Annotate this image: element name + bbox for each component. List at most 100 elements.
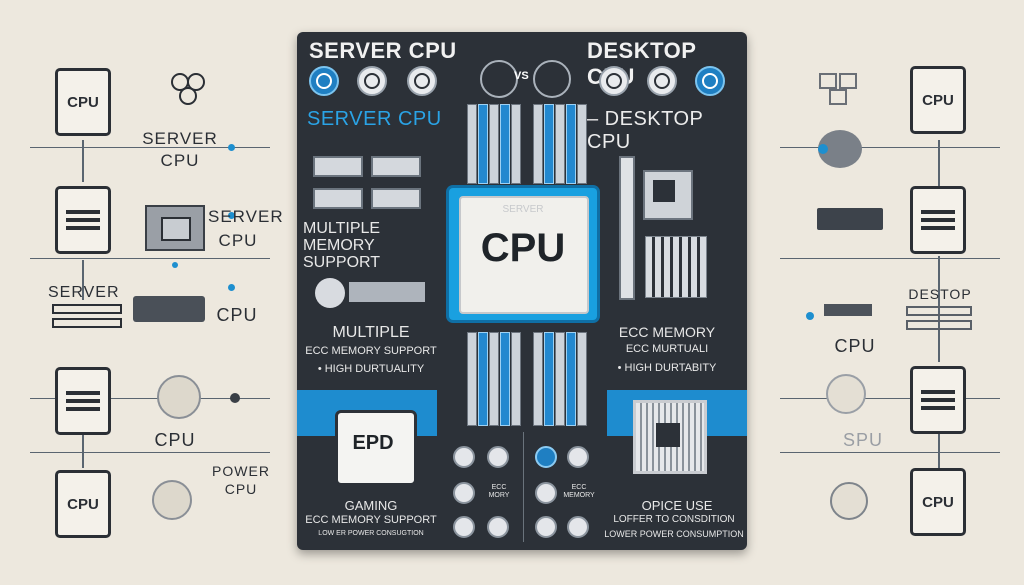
storage-icon <box>599 66 629 96</box>
feature-icon <box>535 446 557 468</box>
divider <box>523 432 524 542</box>
left-feature-line2: • HIGH DURTUALITY <box>317 363 425 375</box>
server-box-icon <box>910 366 966 434</box>
connector-dot <box>172 262 178 268</box>
comparison-panel: SERVER CPU DESKTOP CPU VS SERVER CPU – D… <box>297 32 747 550</box>
left-feature-line1: ECC MEMORY SUPPORT <box>305 345 437 357</box>
ram-stick <box>566 332 576 426</box>
cpu-label: CPU <box>216 305 258 325</box>
ecc-memory-mini-label: ECC MEMORY <box>563 484 595 499</box>
ram-stick <box>577 332 587 426</box>
cpu-box-icon: CPU <box>910 468 966 536</box>
ram-stick <box>478 104 488 184</box>
server-cpu-label: SERVER CPU <box>142 129 218 170</box>
ram-stick <box>544 104 554 184</box>
ecc-memory-mini-label: ECC MORY <box>488 484 510 499</box>
connector-dot <box>228 284 235 291</box>
connector-line <box>30 398 270 399</box>
power-cpu-label: POWER CPU <box>212 463 270 497</box>
ram-stick <box>511 104 521 184</box>
gaming-chip <box>335 410 417 486</box>
switch-icon <box>133 296 205 322</box>
connector-line <box>30 147 270 148</box>
feature-icon <box>487 516 509 538</box>
memory-cell <box>313 156 363 177</box>
chip-icon <box>145 205 205 251</box>
drive-icon <box>152 480 192 520</box>
vs-label: VS <box>514 70 529 82</box>
server-cpu-label: SERVER CPU <box>208 207 284 250</box>
office-line1: LOFFER TO CONSDITION <box>613 514 735 525</box>
desktop-fan-icon <box>533 60 571 98</box>
network-icon <box>816 68 860 108</box>
disk-icon <box>826 374 866 414</box>
server-box-icon <box>55 186 111 254</box>
ram-stick <box>500 332 510 426</box>
ram-stick <box>577 104 587 184</box>
memory-stick-icon <box>349 282 425 302</box>
feature-icon <box>567 446 589 468</box>
connector-line <box>82 140 84 182</box>
ram-stick <box>555 332 565 426</box>
memory-cell <box>313 188 363 209</box>
connector-line <box>780 398 1000 399</box>
ram-stick <box>500 104 510 184</box>
server-box-icon <box>55 367 111 435</box>
connector-line <box>30 258 270 259</box>
left-feature-title: MULTIPLE <box>332 324 410 341</box>
connector-line <box>780 258 1000 259</box>
ram-stick <box>489 104 499 184</box>
connector-line <box>30 452 270 453</box>
server-box-icon <box>910 186 966 254</box>
feature-icon <box>535 516 557 538</box>
drive-icon <box>830 482 868 520</box>
connector-line <box>780 452 1000 453</box>
ram-stick <box>489 332 499 426</box>
switch-icon <box>817 208 883 230</box>
cpu-box-icon: CPU <box>55 470 111 538</box>
cpu-box-icon: CPU <box>55 68 111 136</box>
ram-stick <box>533 104 543 184</box>
server-fan-icon <box>480 60 518 98</box>
memory-cell <box>371 156 421 177</box>
ram-stick <box>467 104 477 184</box>
server-icon <box>357 66 387 96</box>
feature-icon <box>535 482 557 504</box>
timer-icon <box>647 66 677 96</box>
office-title: OPICE USE <box>641 498 713 513</box>
cpu-label: CPU <box>834 336 876 356</box>
cpu-label: CPU <box>154 430 196 450</box>
connector-dot <box>818 144 828 154</box>
connector-line <box>82 260 84 300</box>
subheader-server-cpu: SERVER CPU <box>307 108 442 130</box>
gaming-line1: ECC MEMORY SUPPORT <box>305 514 437 526</box>
office-line2: LOWER POWER CONSUMPTION <box>604 529 744 539</box>
rack-icon <box>52 304 122 332</box>
feature-icon <box>567 516 589 538</box>
spu-label: SPU <box>842 430 883 450</box>
feature-icon <box>453 446 475 468</box>
cpu-chip <box>449 188 597 320</box>
connector-dot <box>228 144 235 151</box>
globe-icon <box>695 66 725 96</box>
cpu-box-icon: CPU <box>910 66 966 134</box>
header-server-cpu: SERVER CPU <box>309 38 457 63</box>
feature-icon <box>453 516 475 538</box>
multiple-memory-support-label: MULTIPLE MEMORY SUPPORT <box>303 220 381 271</box>
memory-cell <box>371 188 421 209</box>
settings-icon <box>407 66 437 96</box>
chip-faint-text: SERVER <box>502 204 544 215</box>
security-icon <box>309 66 339 96</box>
ram-stick <box>533 332 543 426</box>
desktop-label: DESTOP <box>908 286 972 302</box>
network-icon <box>168 70 208 106</box>
connector-line <box>938 432 940 470</box>
disk-icon <box>157 375 201 419</box>
feature-icon <box>453 482 475 504</box>
connector-line <box>82 420 84 468</box>
ram-stick <box>511 332 521 426</box>
rack-icon <box>906 306 972 336</box>
connector-line <box>780 147 1000 148</box>
cpu-chip-label: CPU <box>480 226 566 270</box>
router-icon <box>824 288 872 316</box>
